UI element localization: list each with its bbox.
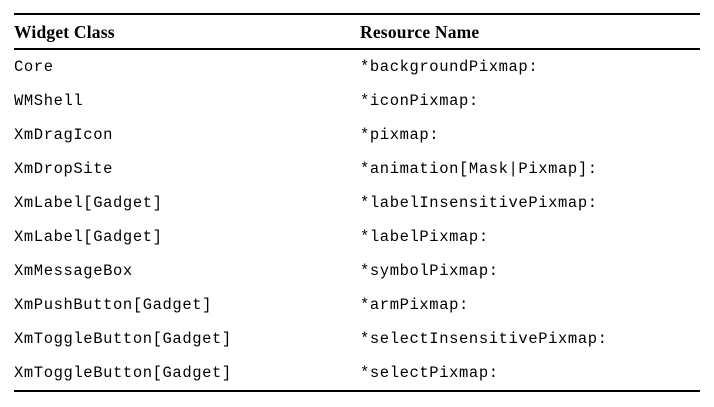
table-row: XmPushButton[Gadget] *armPixmap: — [14, 288, 700, 322]
resource-name-cell: *armPixmap: — [360, 296, 469, 314]
table-row: XmLabel[Gadget] *labelPixmap: — [14, 220, 700, 254]
resource-name-cell: *iconPixmap: — [360, 92, 479, 110]
resource-name-cell: *labelPixmap: — [360, 228, 489, 246]
table-row: XmToggleButton[Gadget] *selectInsensitiv… — [14, 322, 700, 356]
table-body: Core *backgroundPixmap: WMShell *iconPix… — [14, 50, 700, 390]
resource-table: Widget Class Resource Name Core *backgro… — [14, 13, 700, 392]
widget-class-cell: XmMessageBox — [14, 262, 133, 280]
widget-class-cell: Core — [14, 58, 54, 76]
header-row: Widget Class Resource Name — [14, 15, 700, 48]
resource-name-cell: *labelInsensitivePixmap: — [360, 194, 598, 212]
top-rule — [14, 13, 700, 15]
widget-class-cell: XmDropSite — [14, 160, 114, 178]
table-row: XmMessageBox *symbolPixmap: — [14, 254, 700, 288]
resource-name-cell: *selectInsensitivePixmap: — [360, 330, 608, 348]
column-header-widget-class: Widget Class — [14, 22, 115, 42]
resource-name-cell: *backgroundPixmap: — [360, 58, 539, 76]
table-row: WMShell *iconPixmap: — [14, 84, 700, 118]
resource-name-cell: *pixmap: — [360, 126, 440, 144]
column-header-resource-name: Resource Name — [360, 22, 480, 42]
widget-class-cell: WMShell — [14, 92, 84, 110]
table-row: XmDragIcon *pixmap: — [14, 118, 700, 152]
bottom-rule — [14, 390, 700, 392]
widget-class-cell: XmLabel[Gadget] — [14, 228, 163, 246]
table-row: Core *backgroundPixmap: — [14, 50, 700, 84]
widget-class-cell: XmLabel[Gadget] — [14, 194, 163, 212]
resource-name-cell: *symbolPixmap: — [360, 262, 499, 280]
table-row: XmLabel[Gadget] *labelInsensitivePixmap: — [14, 186, 700, 220]
table-row: XmToggleButton[Gadget] *selectPixmap: — [14, 356, 700, 390]
resource-name-cell: *animation[Mask|Pixmap]: — [360, 160, 598, 178]
widget-class-cell: XmToggleButton[Gadget] — [14, 330, 232, 348]
widget-class-cell: XmDragIcon — [14, 126, 114, 144]
table-row: XmDropSite *animation[Mask|Pixmap]: — [14, 152, 700, 186]
header-rule — [14, 48, 700, 50]
widget-class-cell: XmToggleButton[Gadget] — [14, 364, 232, 382]
resource-name-cell: *selectPixmap: — [360, 364, 499, 382]
widget-class-cell: XmPushButton[Gadget] — [14, 296, 213, 314]
